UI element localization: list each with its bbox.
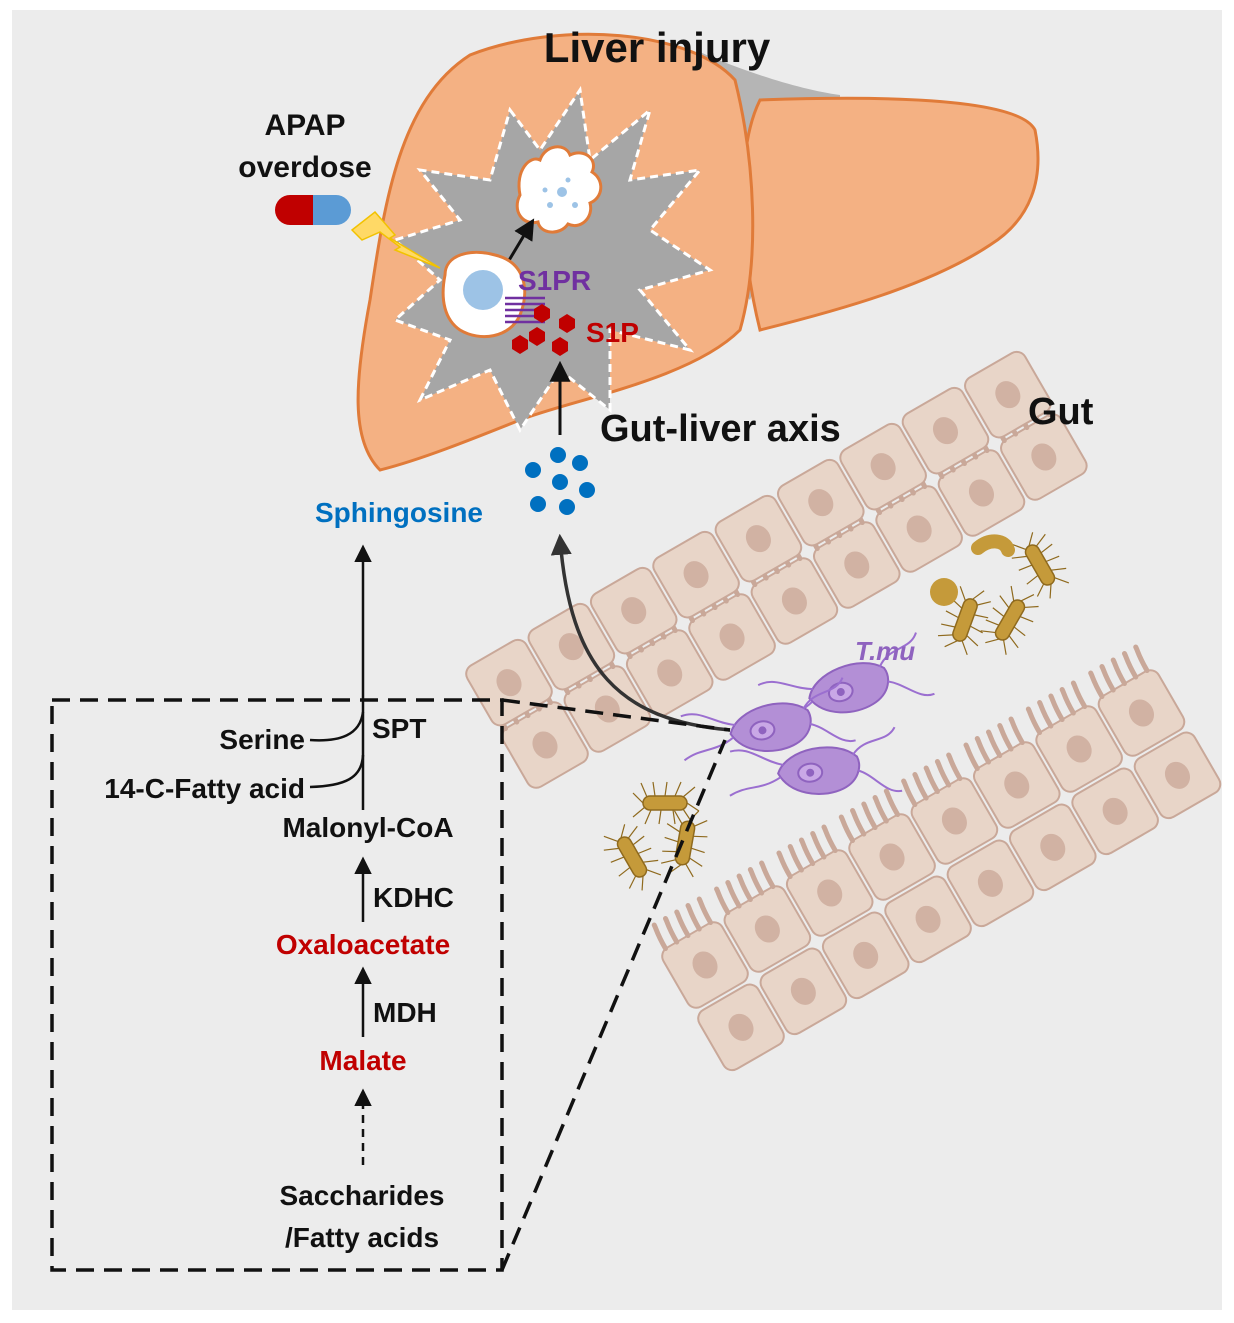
s1p-molecules — [512, 304, 575, 356]
pathway-box — [50, 698, 504, 1272]
source-label-line2: /Fatty acids — [285, 1222, 439, 1253]
sphingosine-label: Sphingosine — [315, 497, 483, 528]
fatty-acid-join-line — [309, 754, 365, 789]
fatty-acid-label: 14-C-Fatty acid — [104, 773, 305, 804]
tmu-label: T.mu — [855, 636, 915, 666]
gut-to-sphingosine-arrow — [550, 533, 731, 732]
sphingosine-molecules — [525, 447, 595, 515]
hepatocyte — [441, 250, 527, 339]
s1p-label: S1P — [586, 317, 639, 348]
serine-join-line — [309, 711, 365, 742]
s1pr-receptor — [505, 296, 545, 324]
necrotic-cell — [515, 145, 603, 234]
bacteria — [597, 526, 1076, 898]
gut-liver-axis-label: Gut-liver axis — [600, 408, 841, 450]
lightning-bolt-icon — [350, 210, 441, 269]
zoom-line-top — [501, 698, 731, 732]
apap-pill — [275, 195, 351, 225]
diagram-title: Liver injury — [544, 24, 771, 71]
spt-label: SPT — [372, 713, 426, 744]
oxaloacetate-label: Oxaloacetate — [276, 929, 450, 960]
malate-label: Malate — [319, 1045, 406, 1076]
mdh-label: MDH — [373, 997, 437, 1028]
zoom-line-bottom — [500, 739, 727, 1271]
s1pr-label: S1PR — [518, 265, 591, 296]
serine-label: Serine — [219, 724, 305, 755]
malonyl-coa-label: Malonyl-CoA — [282, 812, 453, 843]
nucleus — [463, 270, 503, 310]
gut-label: Gut — [1028, 391, 1094, 433]
injury-burst — [392, 85, 714, 433]
kdhc-label: KDHC — [373, 882, 454, 913]
source-label-line1: Saccharides — [280, 1180, 445, 1211]
necrosis-arrow — [506, 218, 535, 263]
apap-label-line2: overdose — [238, 151, 371, 184]
apap-label-line1: APAP — [264, 109, 345, 142]
